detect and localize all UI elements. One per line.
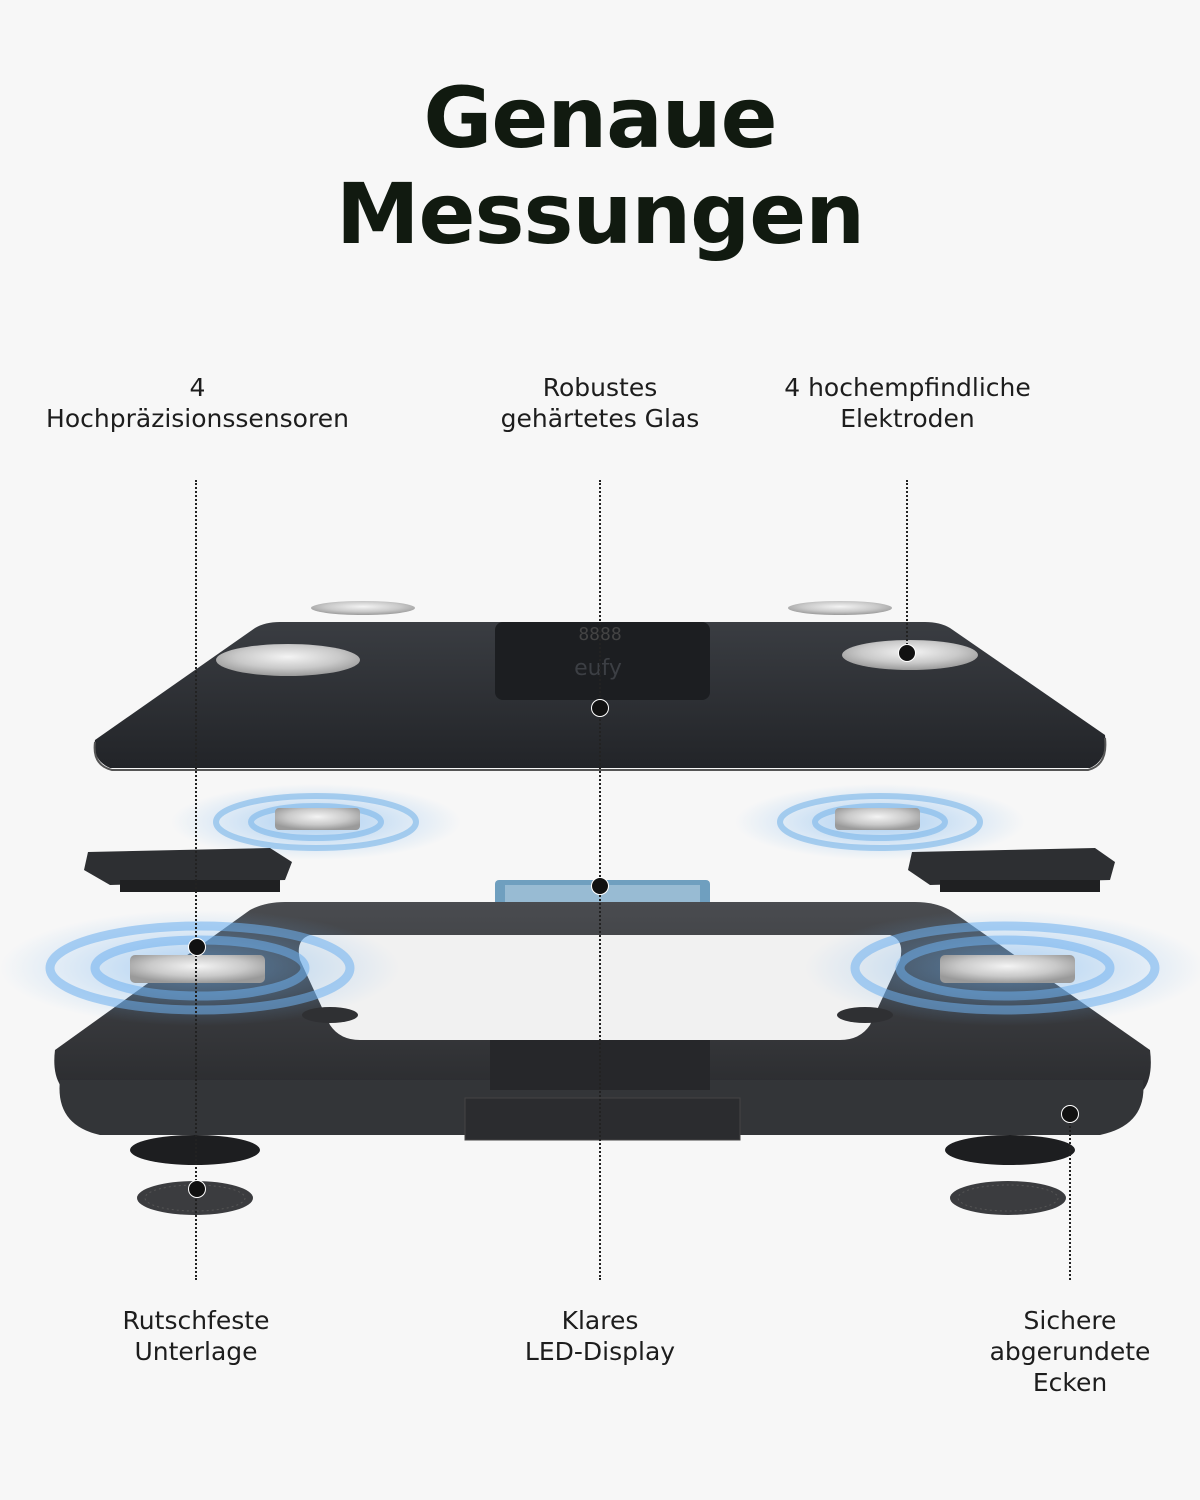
leader-line-corners <box>1069 1115 1071 1280</box>
leader-line-sensors <box>195 480 197 1280</box>
title-line-2: Messungen <box>335 165 865 263</box>
label-pads: Rutschfeste Unterlage <box>60 1305 332 1367</box>
label-sensors-line-2: Hochpräzisionssensoren <box>46 404 349 433</box>
label-electrodes: 4 hochempfindliche Elektroden <box>750 372 1065 434</box>
page-title: Genaue Messungen <box>0 70 1200 262</box>
label-corners-line-1: Sichere <box>1023 1306 1117 1335</box>
label-sensors-line-1: 4 <box>189 373 206 402</box>
electrode-pad-icon <box>311 601 892 615</box>
leader-line-electrodes <box>906 480 908 652</box>
label-pads-line-2: Unterlage <box>134 1337 258 1366</box>
label-display: Klares LED-Display <box>460 1305 740 1367</box>
title-line-1: Genaue <box>423 69 777 167</box>
label-glass: Robustes gehärtetes Glas <box>450 372 750 434</box>
load-sensor-icon <box>275 808 920 830</box>
corner-cover-icon <box>84 848 1115 892</box>
marker-corners <box>1061 1105 1079 1123</box>
load-sensor-icon <box>130 955 1075 983</box>
label-corners: Sichere abgerundete Ecken <box>960 1305 1180 1398</box>
label-electrodes-line-2: Elektroden <box>840 404 975 433</box>
label-glass-line-1: Robustes <box>542 373 658 402</box>
marker-display <box>591 877 609 895</box>
label-glass-line-2: gehärtetes Glas <box>500 404 700 433</box>
marker-sensors <box>188 938 206 956</box>
label-display-line-2: LED-Display <box>524 1337 676 1366</box>
marker-pads <box>188 1180 206 1198</box>
label-sensors: 4 Hochpräzisionssensoren <box>20 372 375 434</box>
marker-glass <box>591 699 609 717</box>
label-pads-line-1: Rutschfeste <box>122 1306 270 1335</box>
label-display-line-1: Klares <box>561 1306 639 1335</box>
brand-logo: eufy <box>574 656 622 681</box>
label-corners-line-3: Ecken <box>1032 1368 1108 1397</box>
label-electrodes-line-1: 4 hochempfindliche <box>784 373 1031 402</box>
anti-slip-pad-icon <box>137 1181 1066 1215</box>
label-corners-line-2: abgerundete <box>989 1337 1151 1366</box>
marker-electrodes <box>898 644 916 662</box>
